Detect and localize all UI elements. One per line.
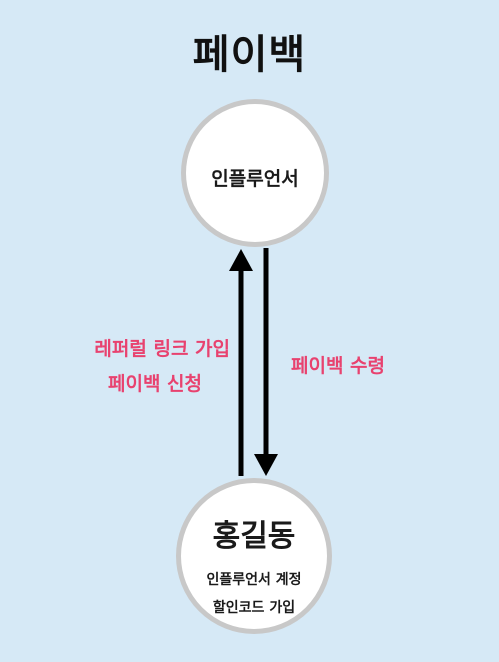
edge-up-label-line-2: 페이백 신청 [107, 373, 202, 395]
user-name: 홍길동 [212, 519, 296, 554]
influencer-node: 인플루언서 [181, 99, 329, 247]
edge-down-label: 페이백 수령 [291, 355, 386, 377]
edge-up-label-line-1: 레퍼럴 링크 가입 [94, 338, 230, 360]
influencer-label: 인플루언서 [211, 168, 299, 190]
user-detail-line-2: 할인코드 가입 [212, 600, 296, 616]
arrow-down-head [254, 454, 278, 476]
diagram-title: 페이백 [192, 32, 307, 78]
arrow-up-head [229, 249, 253, 271]
user-node: 홍길동 인플루언서 계정 할인코드 가입 [176, 478, 332, 634]
user-detail-line-1: 인플루언서 계정 [206, 572, 302, 588]
